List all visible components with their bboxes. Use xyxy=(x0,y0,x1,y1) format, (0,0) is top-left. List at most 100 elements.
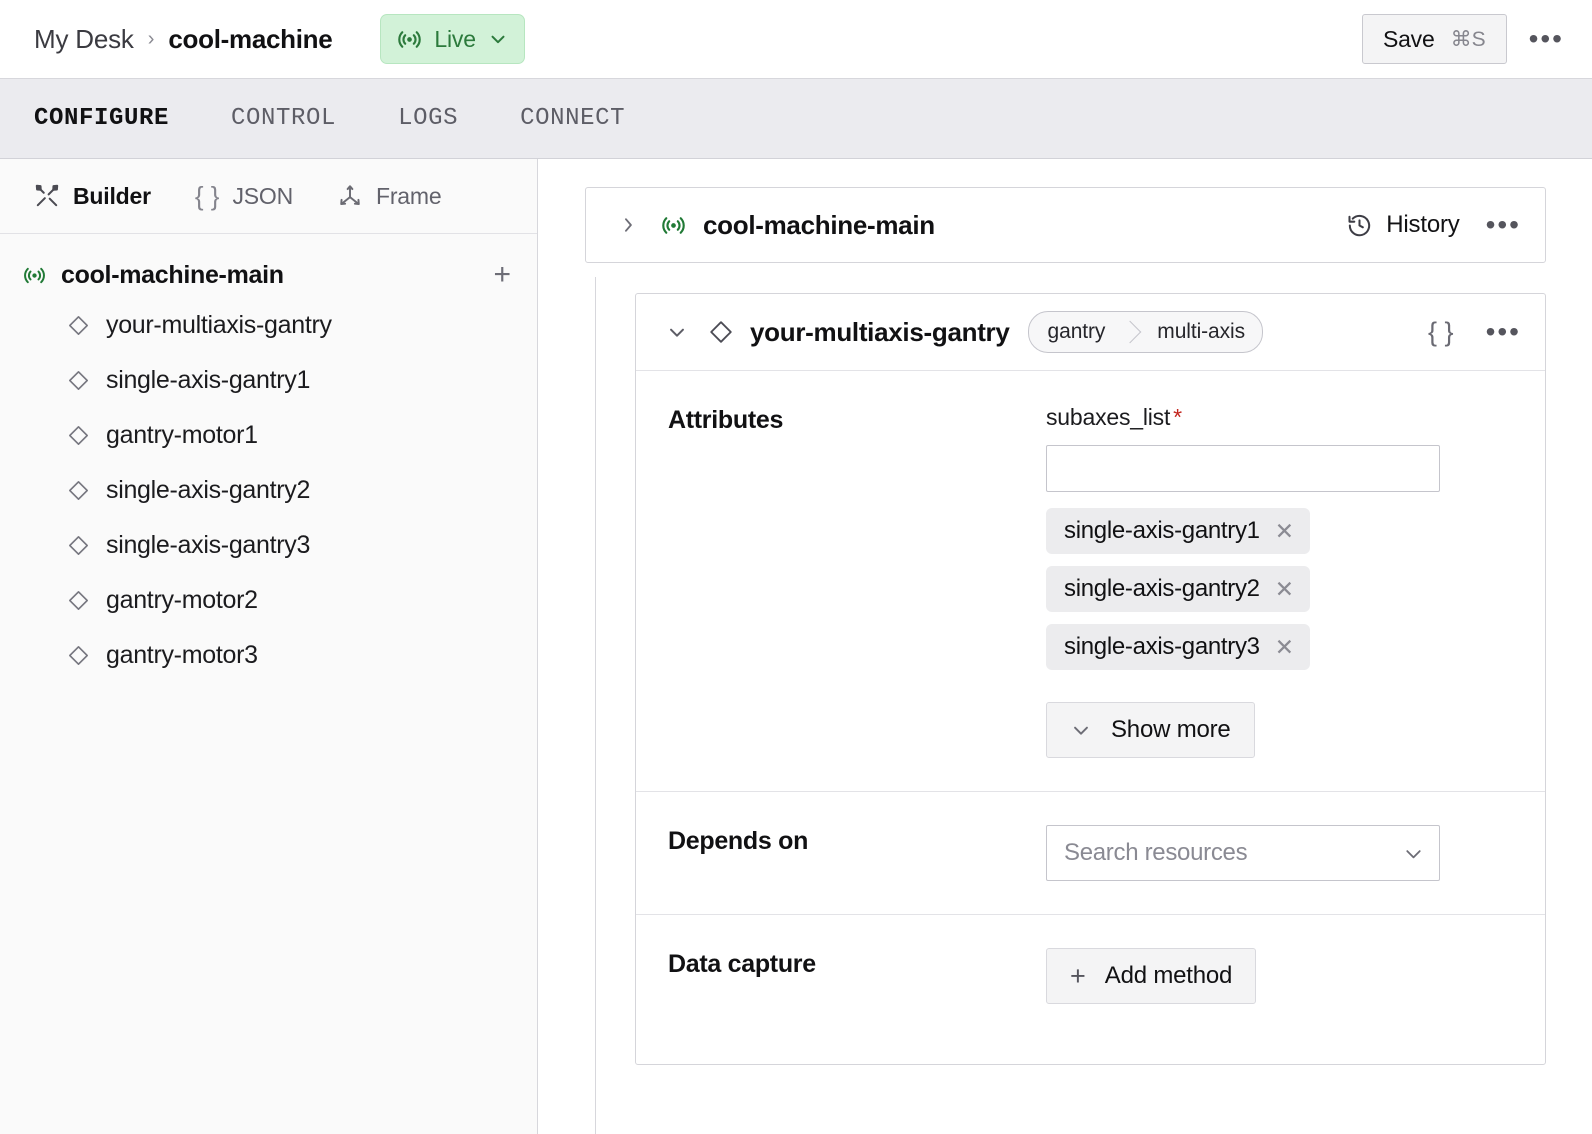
show-more-label: Show more xyxy=(1111,716,1231,743)
subaxes-chip-list: single-axis-gantry1 ✕ single-axis-gantry… xyxy=(1046,508,1515,682)
body-container: Builder { } JSON Frame xyxy=(0,159,1592,1134)
mode-builder-label: Builder xyxy=(73,182,151,209)
history-button[interactable]: History xyxy=(1346,211,1460,239)
close-icon[interactable]: ✕ xyxy=(1274,575,1294,602)
breadcrumb-root-link[interactable]: My Desk xyxy=(34,23,134,54)
chip-single-axis-gantry2[interactable]: single-axis-gantry2 ✕ xyxy=(1046,566,1310,612)
close-icon[interactable]: ✕ xyxy=(1274,517,1294,544)
diamond-icon xyxy=(67,534,90,557)
required-marker: * xyxy=(1173,404,1182,430)
breadcrumb-current: cool-machine xyxy=(168,23,333,54)
add-method-button[interactable]: + Add method xyxy=(1046,948,1257,1004)
tab-control[interactable]: CONTROL xyxy=(231,105,337,132)
main-tab-bar: CONFIGURE CONTROL LOGS CONNECT xyxy=(0,79,1592,159)
tree-item-label: single-axis-gantry3 xyxy=(106,531,311,559)
attributes-label: Attributes xyxy=(668,406,784,434)
depends-on-select[interactable]: Search resources xyxy=(1046,825,1440,881)
tab-configure[interactable]: CONFIGURE xyxy=(34,105,170,132)
depends-on-label: Depends on xyxy=(668,827,809,855)
diamond-icon xyxy=(708,319,734,345)
resource-overflow-menu-icon[interactable]: ••• xyxy=(1485,316,1521,347)
clock-rewind-icon xyxy=(1346,212,1373,239)
tab-connect[interactable]: CONNECT xyxy=(520,105,626,132)
machine-overflow-menu-icon[interactable]: ••• xyxy=(1485,209,1521,240)
tree-root-label: cool-machine-main xyxy=(61,260,284,289)
main-panel: cool-machine-main History ••• xyxy=(538,159,1592,1134)
diamond-icon xyxy=(67,589,90,612)
depends-on-section: Depends on Search resources xyxy=(636,792,1545,915)
tree-item-your-multiaxis-gantry[interactable]: your-multiaxis-gantry xyxy=(0,298,537,353)
tree-item-gantry-motor1[interactable]: gantry-motor1 xyxy=(0,408,537,463)
resource-card-header: your-multiaxis-gantry gantry multi-axis … xyxy=(636,294,1545,371)
machine-title: cool-machine-main xyxy=(703,209,935,240)
header-overflow-menu-icon[interactable]: ••• xyxy=(1528,23,1564,54)
show-more-button[interactable]: Show more xyxy=(1046,702,1255,758)
axes-icon xyxy=(337,183,363,209)
tab-logs[interactable]: LOGS xyxy=(398,105,459,132)
subaxes-list-label-text: subaxes_list xyxy=(1046,404,1171,430)
chevron-down-icon xyxy=(1402,842,1425,865)
close-icon[interactable]: ✕ xyxy=(1274,633,1294,660)
tree-item-single-axis-gantry2[interactable]: single-axis-gantry2 xyxy=(0,463,537,518)
mode-frame-label: Frame xyxy=(375,182,442,209)
diamond-icon xyxy=(67,424,90,447)
tree-guide-line xyxy=(595,277,596,1134)
chip-label: single-axis-gantry2 xyxy=(1064,575,1260,602)
tree-item-label: single-axis-gantry2 xyxy=(106,476,311,504)
tree-root-cool-machine-main[interactable]: cool-machine-main + xyxy=(0,252,537,298)
attributes-section: Attributes subaxes_list* single-axis-gan… xyxy=(636,371,1545,792)
subaxes-list-label: subaxes_list* xyxy=(1046,404,1515,431)
subaxes-list-input[interactable] xyxy=(1046,445,1440,492)
add-method-label: Add method xyxy=(1104,962,1233,989)
tree-item-label: gantry-motor1 xyxy=(106,421,258,449)
sidebar-mode-switcher: Builder { } JSON Frame xyxy=(0,159,537,234)
machine-header-card: cool-machine-main History ••• xyxy=(585,187,1546,263)
save-button-label: Save xyxy=(1382,25,1435,52)
pill-divider-icon xyxy=(1122,312,1138,352)
resource-title: your-multiaxis-gantry xyxy=(750,316,1010,347)
tree-item-gantry-motor3[interactable]: gantry-motor3 xyxy=(0,628,537,683)
resource-card: your-multiaxis-gantry gantry multi-axis … xyxy=(635,293,1546,1065)
resource-type-pill: gantry multi-axis xyxy=(1027,311,1263,353)
braces-icon[interactable]: { } xyxy=(1428,316,1454,347)
save-button[interactable]: Save ⌘S xyxy=(1361,14,1507,64)
history-button-label: History xyxy=(1386,211,1460,238)
chip-label: single-axis-gantry3 xyxy=(1064,633,1260,660)
chip-label: single-axis-gantry1 xyxy=(1064,517,1260,544)
diamond-icon xyxy=(67,314,90,337)
mode-builder[interactable]: Builder xyxy=(34,183,151,210)
resource-tree: cool-machine-main + your-multiaxis-gantr… xyxy=(0,234,537,1134)
resource-type-api: gantry xyxy=(1047,320,1106,343)
live-status-badge[interactable]: Live xyxy=(380,14,525,64)
plus-icon: + xyxy=(1070,961,1086,991)
tree-item-label: gantry-motor3 xyxy=(106,641,258,669)
radar-icon xyxy=(660,212,687,239)
diamond-icon xyxy=(67,369,90,392)
chevron-down-icon[interactable] xyxy=(666,321,688,343)
breadcrumb: My Desk › cool-machine xyxy=(34,23,333,55)
radar-icon xyxy=(396,26,423,53)
mode-json-label: JSON xyxy=(232,182,293,209)
chip-single-axis-gantry1[interactable]: single-axis-gantry1 ✕ xyxy=(1046,508,1310,554)
resource-type-model: multi-axis xyxy=(1157,320,1245,343)
tree-item-single-axis-gantry1[interactable]: single-axis-gantry1 xyxy=(0,353,537,408)
diamond-icon xyxy=(67,479,90,502)
depends-on-placeholder: Search resources xyxy=(1064,839,1248,866)
chip-single-axis-gantry3[interactable]: single-axis-gantry3 ✕ xyxy=(1046,624,1310,670)
diamond-icon xyxy=(67,644,90,667)
radar-icon xyxy=(22,263,47,288)
chevron-right-icon[interactable] xyxy=(618,215,638,235)
tree-item-label: your-multiaxis-gantry xyxy=(106,311,332,339)
tree-item-label: gantry-motor2 xyxy=(106,586,258,614)
mode-json[interactable]: { } JSON xyxy=(195,181,293,212)
add-resource-plus-icon[interactable]: + xyxy=(493,258,511,291)
tools-icon xyxy=(34,183,60,209)
breadcrumb-separator-icon: › xyxy=(147,27,155,50)
tree-item-single-axis-gantry3[interactable]: single-axis-gantry3 xyxy=(0,518,537,573)
chevron-down-icon xyxy=(1070,719,1092,741)
tree-item-gantry-motor2[interactable]: gantry-motor2 xyxy=(0,573,537,628)
mode-frame[interactable]: Frame xyxy=(337,182,442,210)
live-status-label: Live xyxy=(434,25,476,52)
braces-icon: { } xyxy=(194,180,220,211)
data-capture-label: Data capture xyxy=(668,950,816,978)
